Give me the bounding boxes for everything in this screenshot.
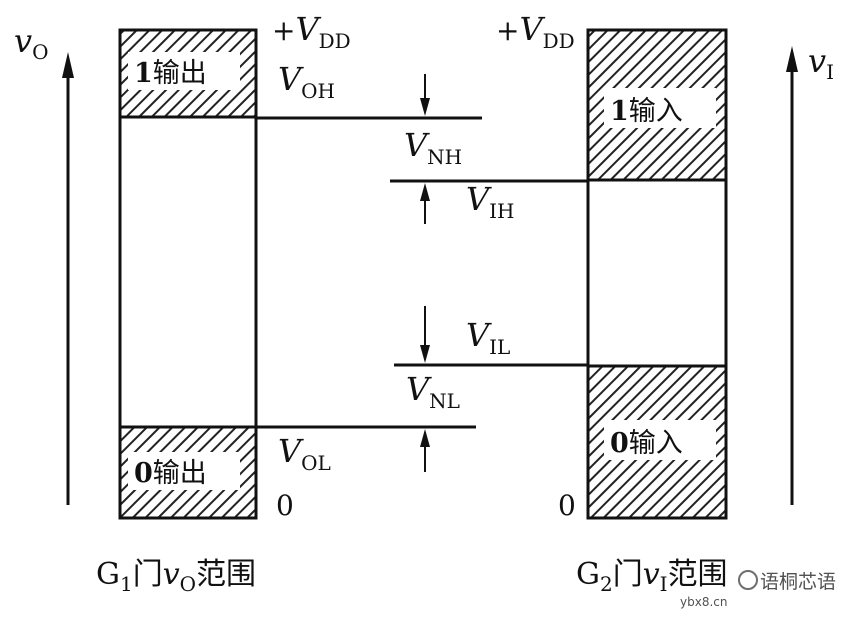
vnl-label: VNL <box>406 370 460 413</box>
gate2-low-label: 0输入 <box>610 428 683 459</box>
vnl-top-arrow-icon <box>420 345 430 363</box>
left-axis-arrow-icon <box>62 52 74 78</box>
left-axis-label: vO <box>14 22 48 64</box>
gate1-high-label-bg <box>128 52 240 90</box>
watermark-site: ybx8.cn <box>680 595 727 609</box>
right-caption: G2门vI范围 <box>576 557 728 596</box>
vnl-bottom-arrow-icon <box>420 429 430 447</box>
vih-label: VIH <box>466 180 514 223</box>
gate1-low-label: 0输出 <box>134 458 207 489</box>
right-vdd-label: +VDD <box>496 10 575 53</box>
watermark: 语桐芯语 ybx8.cn <box>680 570 836 609</box>
vnh-bottom-arrow-icon <box>420 183 430 201</box>
vnh-top-arrow-icon <box>420 98 430 116</box>
vnh-label: VNH <box>404 126 462 169</box>
gate2-low-label-bg <box>604 420 716 460</box>
right-axis-arrow-icon <box>786 46 798 72</box>
right-axis-label: vI <box>808 42 834 84</box>
left-zero-label: 0 <box>276 489 294 522</box>
left-vdd-label: +VDD <box>272 10 351 53</box>
vil-label: VIL <box>466 316 510 359</box>
voh-label: VOH <box>278 60 335 103</box>
gate2-high-label-bg <box>604 88 716 128</box>
gate1-low-label-bg <box>128 452 240 490</box>
gate2-high-label: 1输入 <box>610 96 683 127</box>
watermark-brand: 语桐芯语 <box>760 571 836 593</box>
vol-label: VOL <box>278 432 331 475</box>
watermark-logo-icon <box>738 570 758 590</box>
gate1-high-label: 1输出 <box>134 58 207 89</box>
right-zero-label: 0 <box>558 489 576 522</box>
left-caption: G1门vO范围 <box>96 557 256 596</box>
